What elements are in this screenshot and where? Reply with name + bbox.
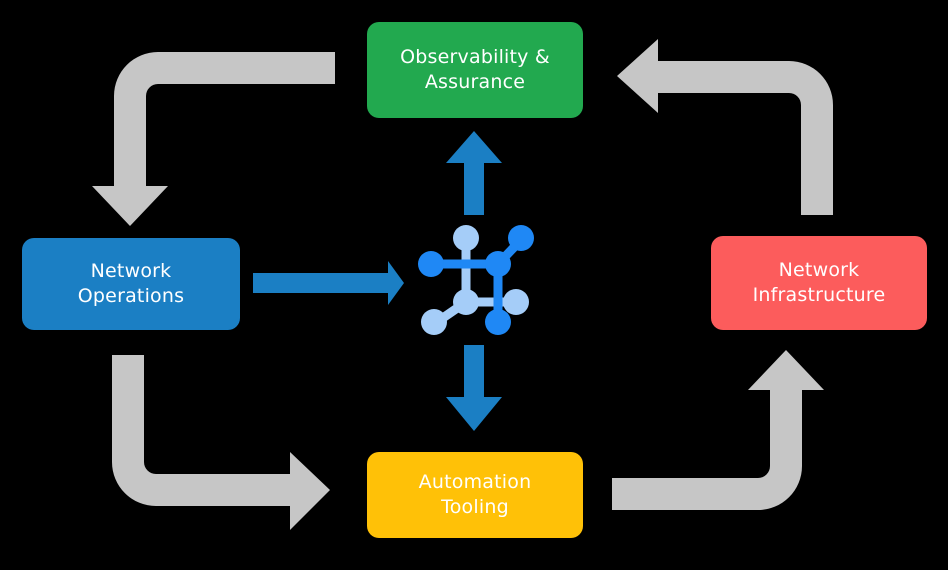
blue-arrow-center-to-automation	[446, 345, 502, 431]
gray-arrow-infrastructure-to-observability	[617, 39, 833, 215]
node-observability-assurance[interactable]: Observability & Assurance	[367, 22, 583, 118]
node-network-operations-label: Network Operations	[77, 259, 185, 307]
blue-arrow-operations-to-center	[253, 261, 404, 305]
node-automation-tooling-label: Automation Tooling	[418, 470, 532, 518]
gray-arrow-operations-to-automation	[112, 355, 330, 530]
node-network-operations[interactable]: Network Operations	[22, 238, 240, 330]
node-network-infrastructure[interactable]: Network Infrastructure	[711, 236, 927, 330]
gray-arrow-automation-to-infrastructure	[612, 350, 824, 510]
network-topology-icon	[418, 225, 534, 335]
blue-arrow-center-to-observability	[446, 131, 502, 215]
gray-arrow-observability-to-operations	[92, 52, 335, 226]
node-automation-tooling[interactable]: Automation Tooling	[367, 452, 583, 538]
node-observability-label: Observability & Assurance	[400, 45, 550, 93]
node-network-infrastructure-label: Network Infrastructure	[752, 258, 886, 306]
